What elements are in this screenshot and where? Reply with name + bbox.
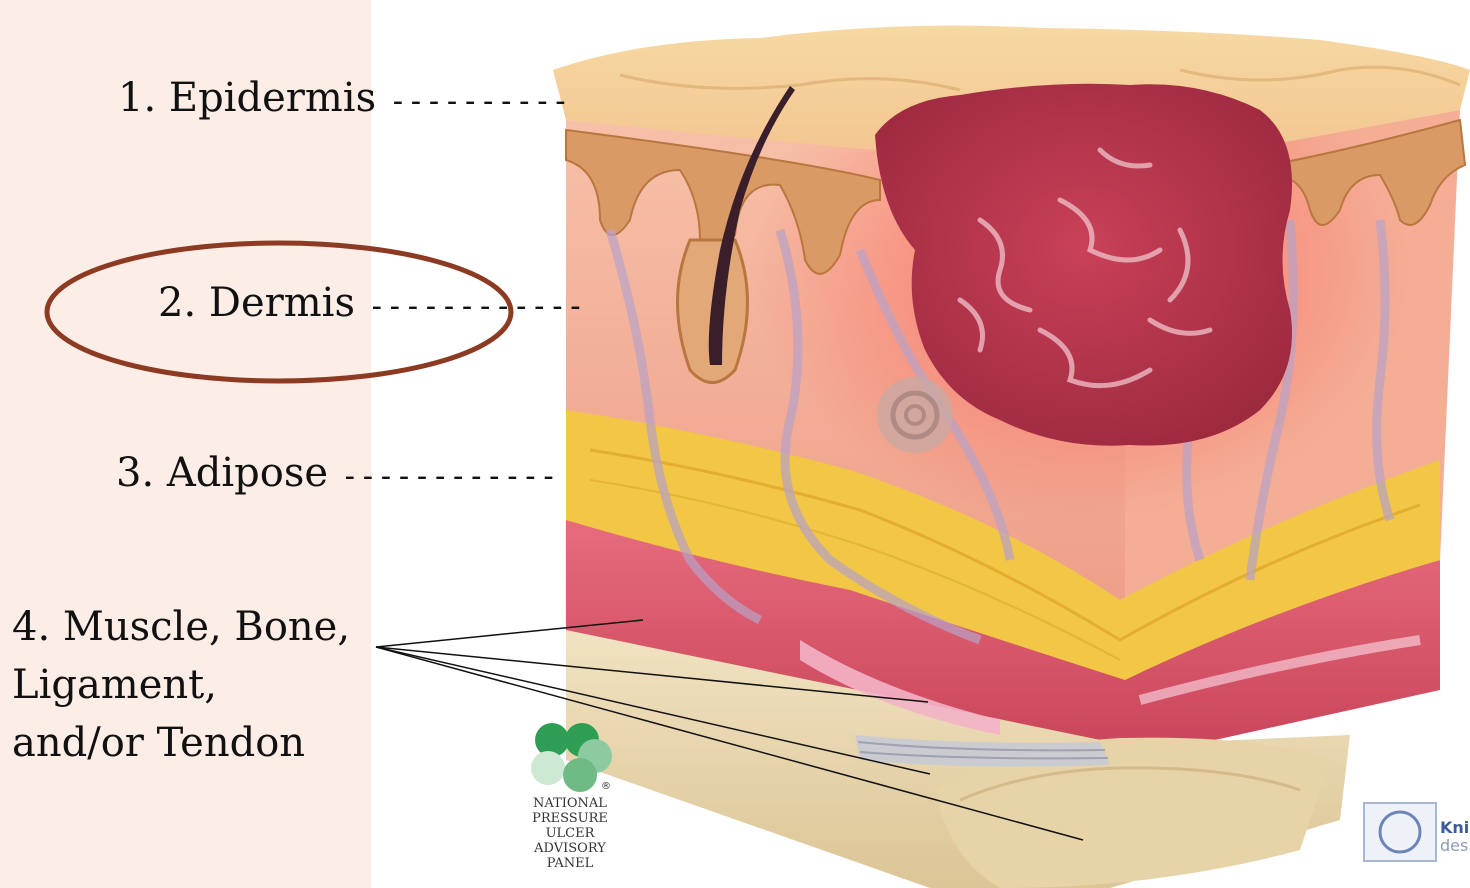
label-epidermis-dashes: ----------: [389, 84, 570, 119]
label-dermis-dashes: ------------: [368, 289, 585, 324]
logo-line3: ULCER: [522, 826, 618, 841]
watermark-text-line1: Kni: [1440, 820, 1469, 836]
label-dermis: 2. Dermis ------------: [158, 283, 584, 323]
sweat-gland: [877, 377, 953, 453]
label-deep-line2: Ligament,: [12, 656, 382, 714]
label-deep-line1: 4. Muscle, Bone,: [12, 598, 382, 656]
label-adipose-dashes: ------------: [341, 459, 558, 494]
logo-line4: ADVISORY: [522, 841, 618, 856]
label-adipose-text: 3. Adipose: [116, 450, 328, 496]
registered-mark: ®: [601, 781, 611, 792]
label-deep-tissue: 4. Muscle, Bone, Ligament, and/or Tendon: [12, 598, 382, 772]
logo-line2: PRESSURE: [522, 811, 618, 826]
label-dermis-text: 2. Dermis: [158, 280, 355, 326]
logo-line5: PANEL: [522, 856, 618, 871]
logo-line1: NATIONAL: [522, 796, 618, 811]
npuap-logo-text: NATIONAL PRESSURE ULCER ADVISORY PANEL: [522, 796, 618, 871]
label-adipose: 3. Adipose ------------: [116, 453, 558, 493]
label-epidermis: 1. Epidermis ----------: [118, 78, 569, 118]
label-deep-line3: and/or Tendon: [12, 714, 382, 772]
watermark-text-line2: des: [1440, 838, 1468, 854]
label-epidermis-text: 1. Epidermis: [118, 75, 376, 121]
